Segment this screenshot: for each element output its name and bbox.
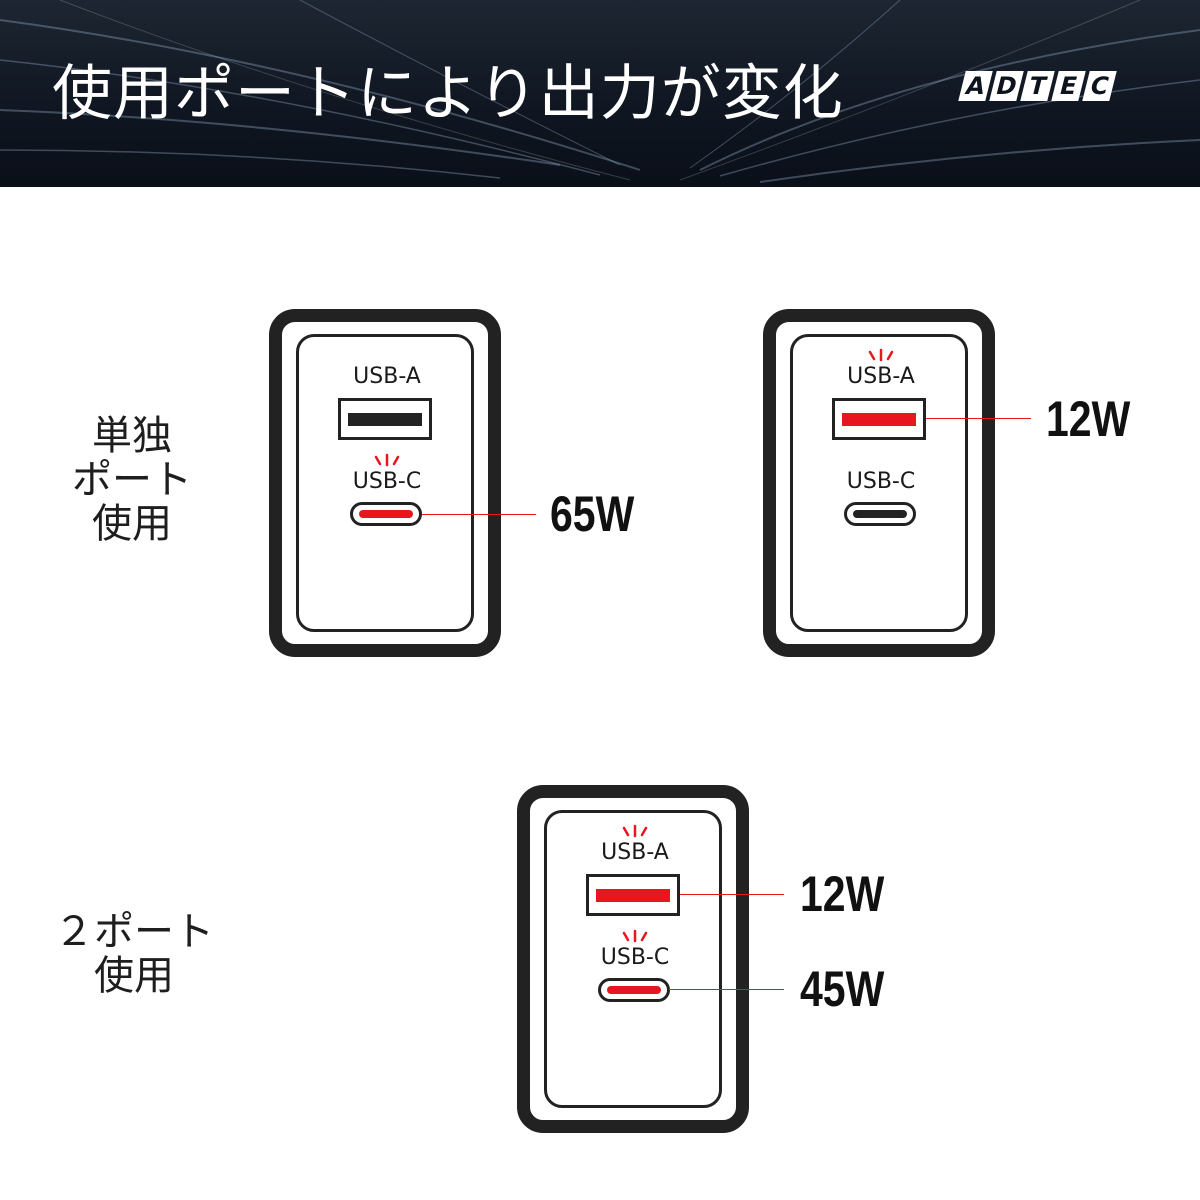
label-line: ２ポート (54, 909, 214, 955)
header-banner: 使用ポートにより出力が変化 A D T E C (0, 0, 1200, 187)
active-indicator-icon (622, 929, 648, 943)
label-line: ポート (72, 457, 192, 503)
usb-c-label: USB-C (600, 945, 670, 970)
charger-two-port: USB-A USB-C (517, 785, 749, 1133)
charger-face (544, 810, 722, 1108)
leader-line (422, 514, 536, 515)
logo-letter: A (958, 71, 993, 101)
usb-a-port (586, 874, 680, 916)
usb-c-port (844, 502, 916, 526)
leader-line (669, 989, 784, 990)
logo-letter: C (1082, 71, 1117, 101)
light-streaks-background (0, 0, 1200, 183)
label-line: 使用 (92, 501, 172, 547)
single-port-label: 単独 ポート 使用 (62, 414, 202, 546)
leader-line (680, 894, 784, 895)
charger-single-usb-c: USB-A USB-C (269, 309, 501, 657)
label-line: 単独 (92, 413, 172, 459)
logo-letter: T (1020, 71, 1055, 101)
adtec-logo: A D T E C (958, 71, 1117, 101)
charger-single-usb-a: USB-A USB-C (763, 309, 995, 657)
logo-letter: D (989, 71, 1024, 101)
usb-c-label: USB-C (352, 469, 422, 494)
usb-a-label: USB-A (353, 364, 421, 389)
charger-face (296, 334, 474, 632)
usb-c-label: USB-C (846, 469, 916, 494)
usb-c-port (598, 978, 670, 1002)
label-line: 使用 (94, 953, 174, 999)
usb-c-port (350, 502, 422, 526)
active-indicator-icon (868, 348, 894, 362)
logo-letter: E (1051, 71, 1086, 101)
two-port-label: ２ポート 使用 (44, 910, 224, 998)
active-indicator-icon (374, 453, 400, 467)
usb-c-watt: 45W (800, 961, 885, 1017)
usb-a-port (338, 398, 432, 440)
usb-a-label: USB-A (601, 840, 669, 865)
leader-line (926, 418, 1031, 419)
usb-a-watt: 12W (800, 866, 885, 922)
usb-a-port (832, 398, 926, 440)
active-indicator-icon (622, 824, 648, 838)
charger-face (790, 334, 968, 632)
page-title: 使用ポートにより出力が変化 (52, 59, 844, 129)
usb-a-label: USB-A (847, 364, 915, 389)
usb-a-watt: 12W (1046, 391, 1131, 447)
usb-c-watt: 65W (550, 486, 635, 542)
